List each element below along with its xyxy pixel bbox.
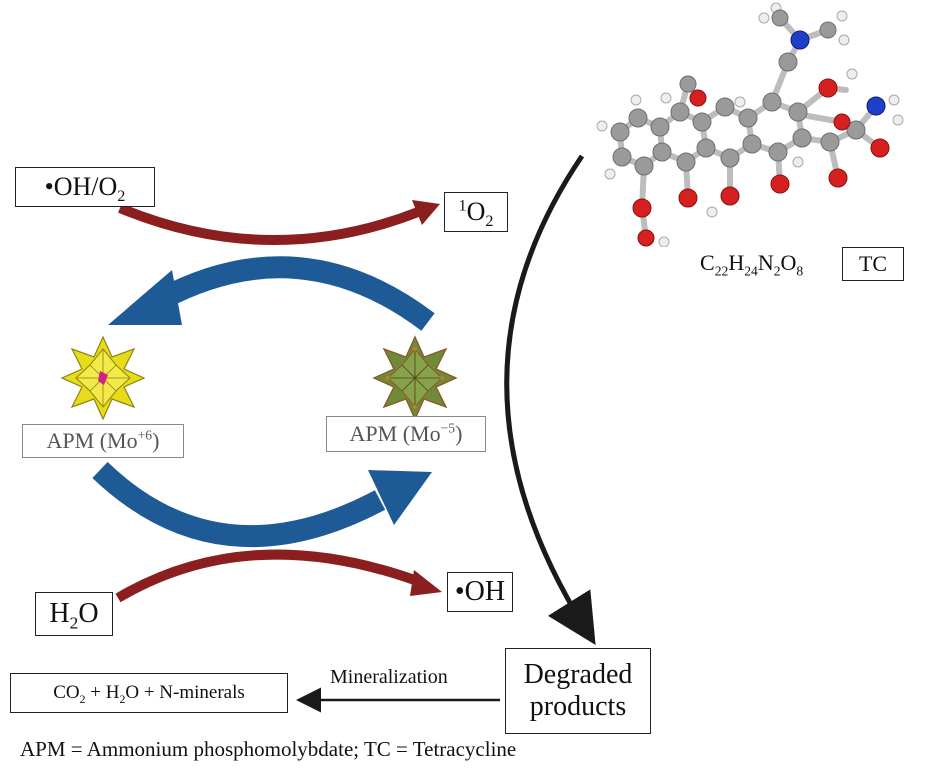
degraded-products-line2: products [529, 691, 627, 722]
apm-mo5-label: APM (Mo−5) [349, 420, 463, 446]
apm-mo6-box: APM (Mo+6) [22, 424, 184, 458]
mineralization-label: Mineralization [330, 666, 448, 688]
apm-mo5-box: APM (Mo−5) [326, 416, 486, 452]
hydroxyl-radical-box: •OH [447, 572, 513, 612]
black-arrow-degradation [504, 154, 596, 645]
hydroxyl-oxygen-label: •OH/O2 [44, 172, 126, 206]
tc-label: TC [858, 251, 888, 276]
red-arrow-top [118, 200, 440, 245]
final-products-box: CO2 + H2O + N-minerals [10, 673, 288, 713]
singlet-oxygen-box: 1O2 [444, 192, 508, 232]
hydroxyl-oxygen-box: •OH/O2 [15, 167, 155, 207]
apm-mo6-polyhedron-icon [60, 335, 146, 421]
blue-arrow-lower [92, 462, 432, 548]
blue-arrow-upper [108, 256, 435, 331]
red-arrow-bottom [115, 549, 442, 603]
apm-mo5-polyhedron-icon [372, 335, 458, 421]
degraded-products-box: Degraded products [505, 648, 651, 734]
hydroxyl-radical-label: •OH [454, 576, 506, 607]
degraded-products-line1: Degraded [523, 659, 633, 690]
tetracycline-formula: C22H24N2O8 [700, 250, 804, 279]
final-products-label: CO2 + H2O + N-minerals [53, 682, 245, 706]
apm-mo6-label: APM (Mo+6) [46, 427, 160, 453]
water-label: H2O [49, 598, 99, 633]
tc-box: TC [842, 247, 904, 281]
singlet-oxygen-label: 1O2 [458, 197, 494, 231]
tetracycline-molecule-icon [596, 2, 904, 247]
water-box: H2O [35, 592, 113, 636]
footnote: APM = Ammonium phosphomolybdate; TC = Te… [20, 737, 517, 761]
